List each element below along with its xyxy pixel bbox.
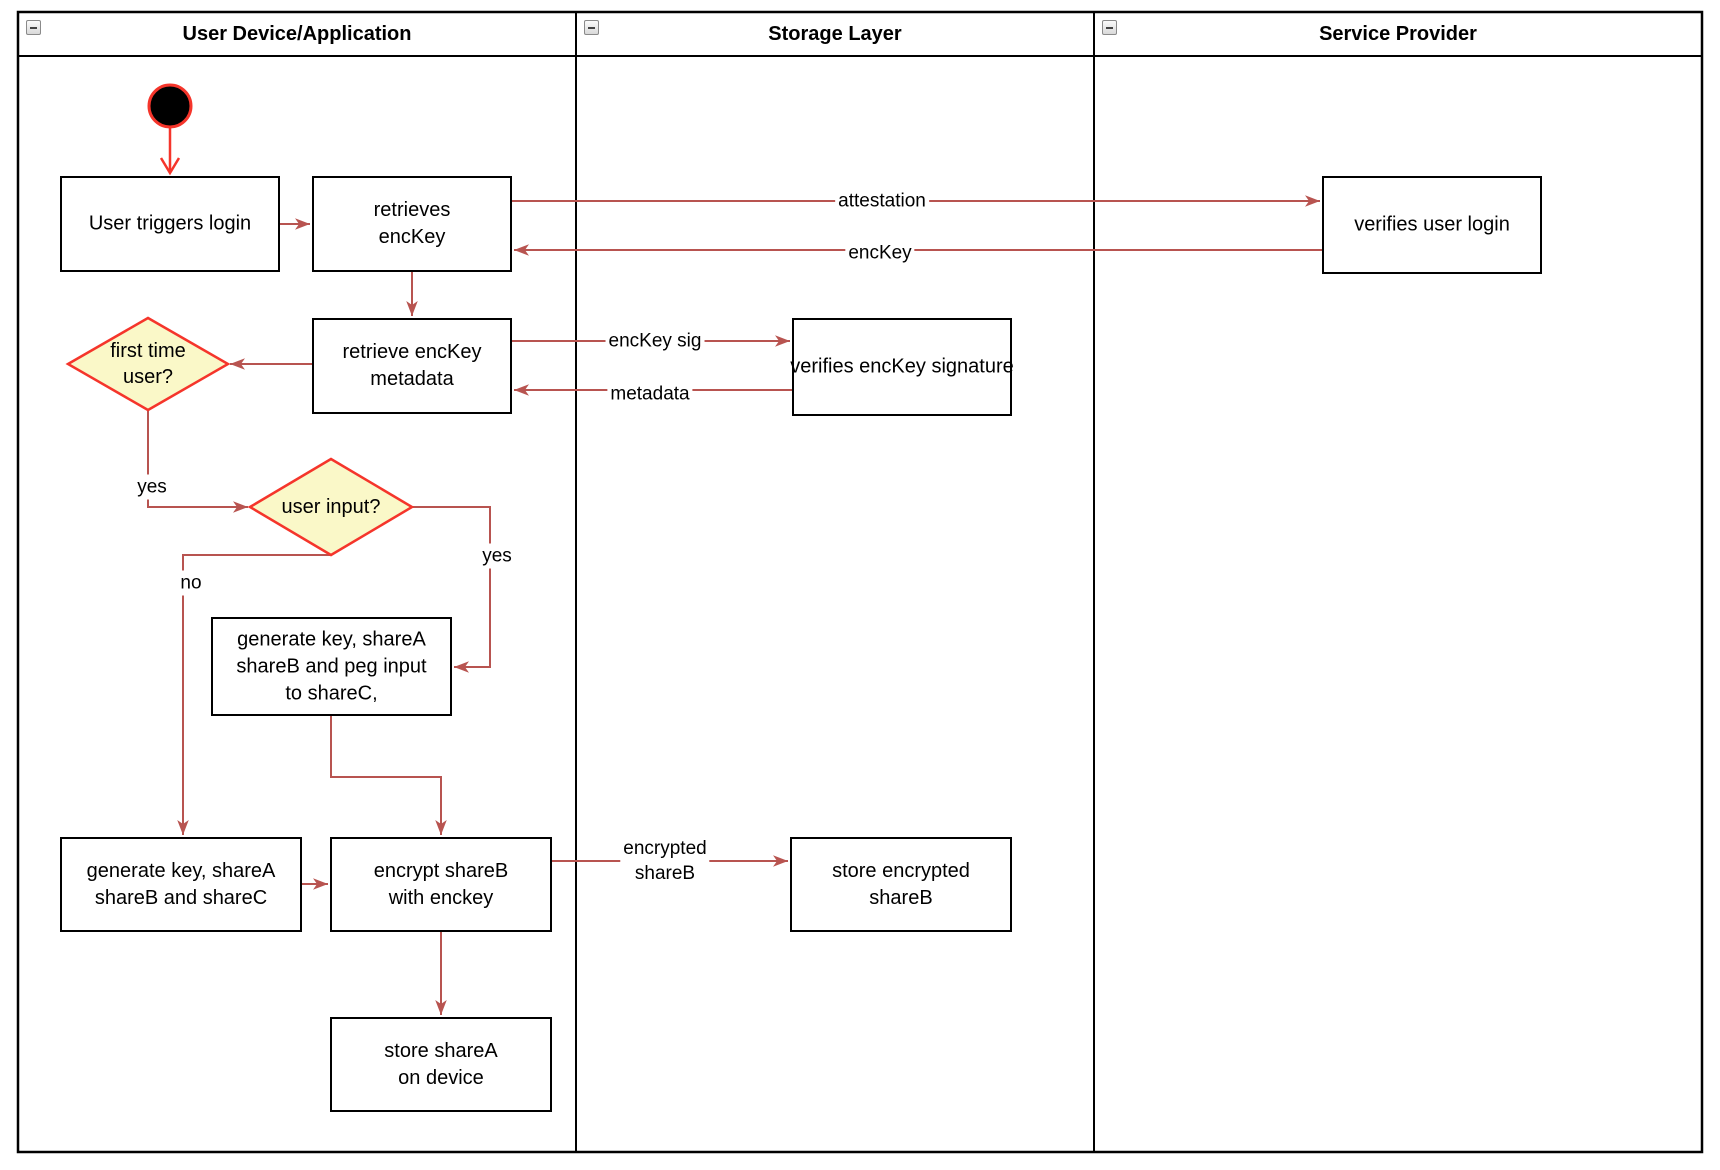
box-label: generate key, shareA — [86, 859, 276, 882]
box-user-triggers-login[interactable]: User triggers login — [60, 176, 280, 272]
minus-icon — [1106, 27, 1113, 29]
lane-title-storage-layer[interactable]: Storage Layer — [768, 23, 902, 45]
box-generate-key-sharec[interactable]: generate key, shareA shareB and shareC — [60, 837, 302, 932]
box-label: with enckey — [388, 886, 494, 909]
collapse-lane-1-button[interactable] — [26, 20, 41, 35]
pool-frame — [16, 10, 1704, 1154]
decision-label-first-time-user: first time user? — [110, 340, 186, 388]
edge-label-metadata[interactable]: metadata — [607, 381, 693, 407]
box-label: shareB — [869, 886, 933, 909]
box-verifies-enckey-signature[interactable]: verifies encKey signature — [790, 318, 1014, 416]
edge-label-no-user-input[interactable]: no — [177, 570, 205, 596]
decision-first-time-user[interactable] — [65, 316, 231, 412]
box-label: metadata — [370, 368, 454, 390]
box-retrieves-enckey[interactable]: retrieves encKey — [312, 176, 512, 272]
box-label: User triggers login — [88, 212, 252, 235]
box-label: encrypt shareB — [373, 859, 509, 882]
box-label: on device — [398, 1066, 484, 1089]
edge-peg-to-encrypt[interactable] — [330, 716, 447, 835]
box-label: retrieve encKey — [342, 341, 482, 363]
box-label: to shareC, — [285, 682, 378, 704]
edge-label-enckey-sig[interactable]: encKey sig — [605, 328, 705, 354]
box-label: verifies encKey signature — [790, 355, 1014, 378]
decision-label-user-input: user input? — [281, 496, 381, 518]
edge-label-encrypted-shareb[interactable]: encrypted shareB — [620, 836, 710, 886]
box-encrypt-shareb[interactable]: encrypt shareB with enckey — [330, 837, 552, 932]
edge-userinput-yes[interactable] — [412, 506, 491, 673]
box-label: verifies user login — [1354, 213, 1510, 236]
edge-userinput-no[interactable] — [177, 554, 330, 835]
edge-label-yes-user-input[interactable]: yes — [479, 543, 515, 569]
edge-label-enckey[interactable]: encKey — [845, 240, 915, 266]
box-label: encKey — [378, 226, 446, 248]
collapse-lane-3-button[interactable] — [1102, 20, 1117, 35]
edge-label-yes-first-time[interactable]: yes — [134, 474, 170, 500]
edge-start-to-login[interactable] — [159, 128, 181, 176]
box-label: shareB and peg input — [236, 655, 427, 677]
box-label: store shareA — [384, 1039, 498, 1062]
box-label: retrieves — [373, 199, 451, 221]
box-retrieve-enckey-metadata[interactable]: retrieve encKey metadata — [312, 318, 512, 414]
decision-user-input[interactable] — [247, 457, 415, 557]
box-verifies-user-login[interactable]: verifies user login — [1322, 176, 1542, 274]
lane-title-service-provider[interactable]: Service Provider — [1319, 23, 1477, 45]
minus-icon — [30, 27, 37, 29]
box-label: generate key, shareA — [237, 628, 426, 650]
box-label: shareB and shareC — [94, 886, 268, 909]
edge-label-attestation[interactable]: attestation — [835, 188, 929, 214]
box-generate-key-peg-input[interactable]: generate key, shareA shareB and peg inpu… — [211, 617, 452, 716]
edge-firsttime-yes[interactable] — [147, 410, 248, 513]
box-store-sharea-device[interactable]: store shareA on device — [330, 1017, 552, 1112]
minus-icon — [588, 27, 595, 29]
lane-title-user-device[interactable]: User Device/Application — [182, 23, 412, 45]
box-label: store encrypted — [832, 859, 970, 882]
start-node[interactable] — [147, 83, 193, 129]
collapse-lane-2-button[interactable] — [584, 20, 599, 35]
box-store-encrypted-shareb[interactable]: store encrypted shareB — [790, 837, 1012, 932]
